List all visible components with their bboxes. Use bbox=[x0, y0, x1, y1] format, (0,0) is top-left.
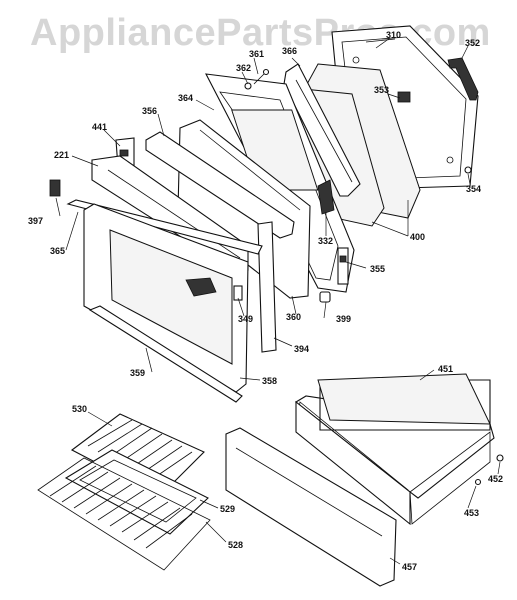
label-528: 528 bbox=[228, 540, 244, 550]
label-358: 358 bbox=[262, 376, 278, 386]
part-356-door-trim[interactable] bbox=[145, 131, 295, 239]
label-362: 362 bbox=[236, 63, 252, 73]
part-355-door-hinge[interactable] bbox=[337, 247, 349, 285]
label-452: 452 bbox=[488, 474, 504, 484]
label-399: 399 bbox=[336, 314, 352, 324]
part-453-glide[interactable] bbox=[474, 478, 482, 486]
leader-lines bbox=[55, 37, 501, 565]
label-361: 361 bbox=[249, 49, 265, 59]
label-529: 529 bbox=[220, 504, 236, 514]
label-397: 397 bbox=[28, 216, 44, 226]
part-397-latch[interactable] bbox=[49, 179, 61, 197]
label-394: 394 bbox=[294, 344, 310, 354]
label-355: 355 bbox=[370, 264, 386, 274]
part-349-door-stop[interactable] bbox=[233, 285, 243, 301]
part-394-side-trim[interactable] bbox=[257, 221, 277, 353]
label-441: 441 bbox=[92, 122, 108, 132]
part-332-hinge-bracket[interactable] bbox=[317, 179, 335, 215]
label-353: 353 bbox=[374, 85, 390, 95]
label-354: 354 bbox=[466, 184, 482, 194]
part-361-screw[interactable] bbox=[253, 68, 270, 85]
label-365: 365 bbox=[50, 246, 66, 256]
label-400: 400 bbox=[410, 232, 426, 242]
label-364: 364 bbox=[178, 93, 194, 103]
label-352: 352 bbox=[465, 38, 481, 48]
part-452-screw[interactable] bbox=[496, 454, 504, 462]
label-530: 530 bbox=[72, 404, 88, 414]
label-349: 349 bbox=[238, 314, 254, 324]
part-359-door-bottom-trim[interactable] bbox=[88, 305, 243, 403]
part-457-drawer-front-panel[interactable] bbox=[225, 427, 397, 587]
part-362-washer[interactable] bbox=[244, 82, 252, 90]
part-358-outer-door-panel[interactable] bbox=[83, 203, 249, 393]
label-366: 366 bbox=[282, 46, 298, 56]
label-332: 332 bbox=[318, 236, 334, 246]
label-310: 310 bbox=[386, 30, 402, 40]
label-360: 360 bbox=[286, 312, 302, 322]
label-451: 451 bbox=[438, 364, 454, 374]
part-399-bumper[interactable] bbox=[319, 291, 331, 303]
label-453: 453 bbox=[464, 508, 480, 518]
part-528-oven-rack[interactable] bbox=[37, 457, 211, 571]
part-352-door-gasket[interactable] bbox=[447, 57, 479, 101]
part-451-storage-drawer[interactable] bbox=[295, 373, 495, 526]
label-359: 359 bbox=[130, 368, 146, 378]
label-457: 457 bbox=[402, 562, 418, 572]
label-221: 221 bbox=[54, 150, 70, 160]
part-354-screw[interactable] bbox=[464, 166, 472, 174]
label-356: 356 bbox=[142, 106, 158, 116]
